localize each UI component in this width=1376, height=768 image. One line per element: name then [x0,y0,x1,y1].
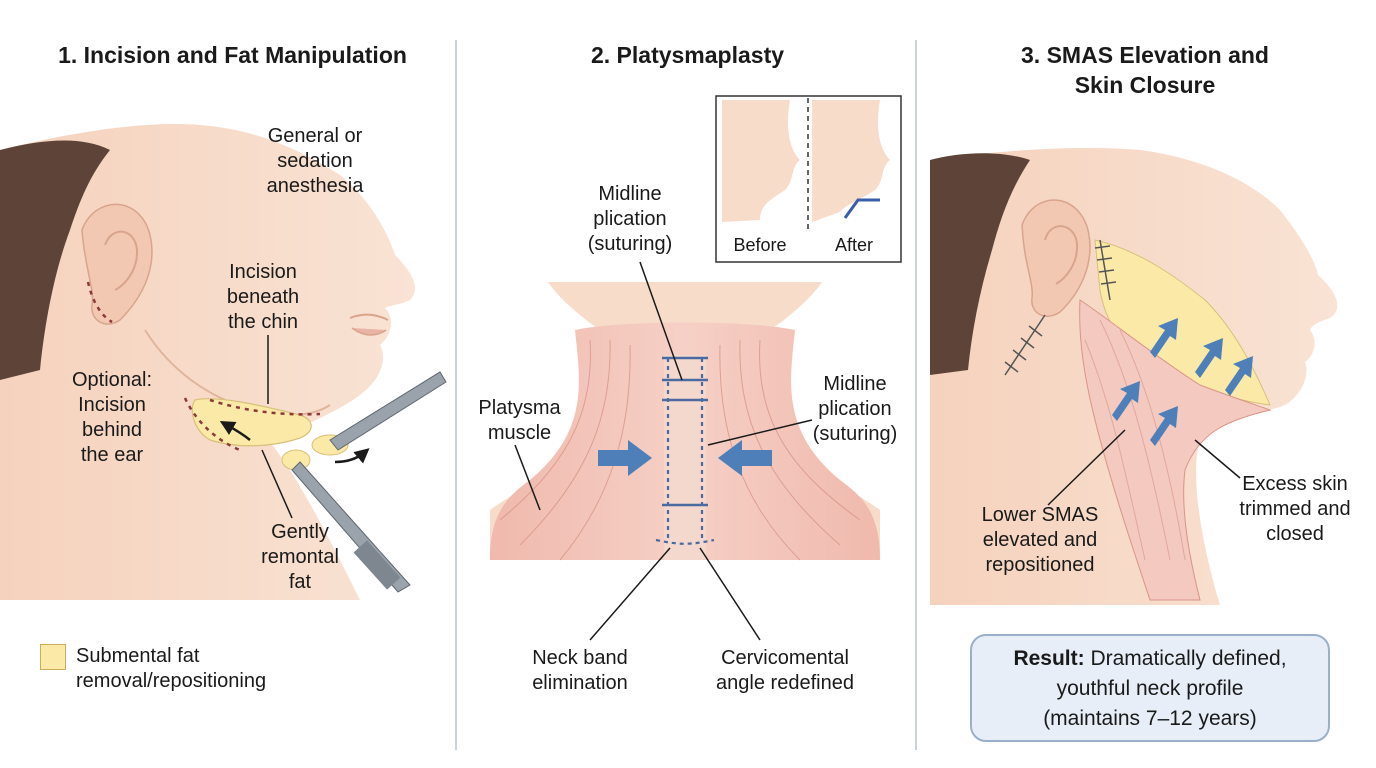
panel3-head [930,148,1338,605]
legend-swatch-fat [40,644,66,670]
right-arrow-icon [718,440,772,476]
label-midline-right: Midline plication (suturing) [812,373,898,445]
panel2-neck [490,95,902,641]
hair [930,153,1030,375]
panel3-title-line1: 3. SMAS Elevation and [1021,42,1269,68]
label-excess-skin: Excess skin trimmed and closed [1239,473,1351,545]
result-text-1: Dramatically defined, [1084,647,1287,670]
panel-divider-1 [455,40,457,750]
left-arrow-icon [598,440,652,476]
panel1-title: 1. Incision and Fat Manipulation [58,42,407,68]
panel3-title-line2: Skin Closure [1074,72,1216,98]
inset-before-label: Before [733,235,787,255]
legend-label: Submental fat removal/repositioning [76,645,267,692]
panel3-title: 3. SMAS Elevation and Skin Closure [925,40,1365,100]
label-midline-top: Midline plication (suturing) [587,183,673,255]
hair [0,140,110,380]
result-text-2: youthful neck profile [1056,677,1244,700]
panel-divider-2 [915,40,917,750]
label-incision-chin: Incision beneath the chin [226,261,300,333]
label-remontal-fat: Gently remontal fat [261,521,339,593]
label-anesthesia: General or sedation anesthesia [266,125,364,197]
forceps-icon [329,371,447,451]
label-neck-band: Neck band elimination [532,647,628,694]
result-bold: Result: [1013,647,1085,670]
label-optional-ear: Optional: Incision behind the ear [71,369,153,466]
label-lower-smas: Lower SMAS elevated and repositioned [981,504,1099,576]
result-box: Result: Dramatically defined, youthful n… [970,634,1330,742]
result-text-3: (maintains 7–12 years) [1043,707,1257,730]
ear-icon [1021,199,1091,317]
panel1-head [0,124,447,601]
label-cervicomental: Cervicomental angle redefined [716,647,854,694]
panel2-title: 2. Platysmaplasty [590,42,785,68]
inset-after-label: After [834,235,873,255]
label-platysma: Platysma muscle [478,397,561,444]
